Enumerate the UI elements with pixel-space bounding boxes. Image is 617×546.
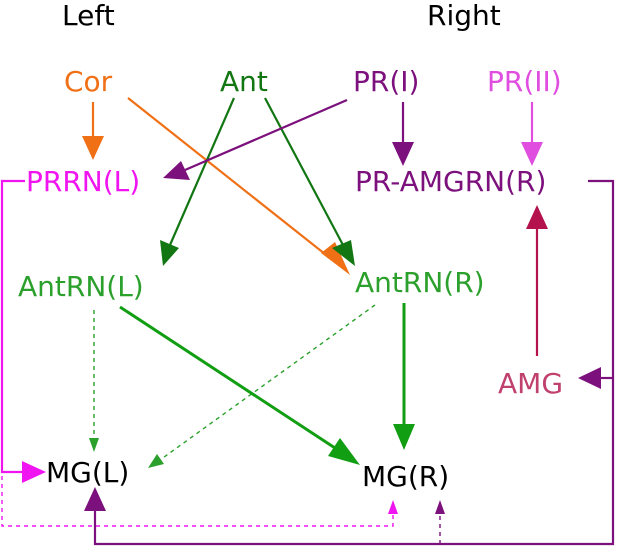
node-prrn-l: PRRN(L) xyxy=(26,165,140,198)
arrowhead-cor-antrn-r xyxy=(321,242,350,275)
arrowhead-prrn-mg-l xyxy=(22,461,46,483)
node-ant: Ant xyxy=(220,65,268,98)
edge-ant-antrn-r xyxy=(264,97,344,246)
arrowhead-antrn-l-mg-r xyxy=(328,438,360,465)
arrowhead-antrn-l-mg-l xyxy=(89,438,99,452)
arrowhead-pramgrn-mg-r xyxy=(435,500,445,514)
edge-ant-antrn-l xyxy=(168,97,236,246)
arrowhead-amg-pramgrn xyxy=(526,205,548,229)
arrowhead-cor-prrn xyxy=(82,136,104,160)
node-antrn-l: AntRN(L) xyxy=(18,270,144,303)
node-pr-i: PR(I) xyxy=(353,65,419,98)
node-antrn-r: AntRN(R) xyxy=(355,266,485,299)
edge-antrn-r-mg-l-dashed xyxy=(159,304,376,461)
arrowhead-ant-antrn-l xyxy=(160,240,179,266)
arrowhead-pr1-prrn xyxy=(163,161,190,180)
edge-prrn-mg-r-dashed xyxy=(1,476,394,527)
node-pr-ii: PR(II) xyxy=(487,65,562,98)
node-amg: AMG xyxy=(498,367,563,400)
edge-pr1-prrn xyxy=(184,98,348,172)
edge-prrn-mg-l xyxy=(0,179,25,474)
edge-antrn-l-mg-r xyxy=(119,305,336,450)
arrowhead-antrn-r-mg-r xyxy=(393,424,415,450)
edge-pramgrn-bracket xyxy=(93,179,615,546)
node-cor: Cor xyxy=(64,65,113,98)
edge-cor-antrn-r xyxy=(127,97,331,259)
node-mg-r: MG(R) xyxy=(362,460,449,493)
arrowhead-ant-antrn-r xyxy=(332,240,355,266)
arrowhead-pramgrn-amg xyxy=(578,367,601,389)
left-header: Left xyxy=(62,0,115,32)
arrowhead-prrn-mg-r xyxy=(388,500,398,514)
arrowhead-antrn-r-mg-l xyxy=(148,454,164,468)
arrowhead-pr2-pramgrn xyxy=(521,142,543,166)
arrowhead-pramgrn-mg-l xyxy=(84,487,106,511)
arrowhead-pr1-pramgrn xyxy=(392,142,414,166)
node-mg-l: MG(L) xyxy=(46,456,129,489)
right-header: Right xyxy=(427,0,501,32)
node-pr-amgrn-r: PR-AMGRN(R) xyxy=(355,165,546,198)
